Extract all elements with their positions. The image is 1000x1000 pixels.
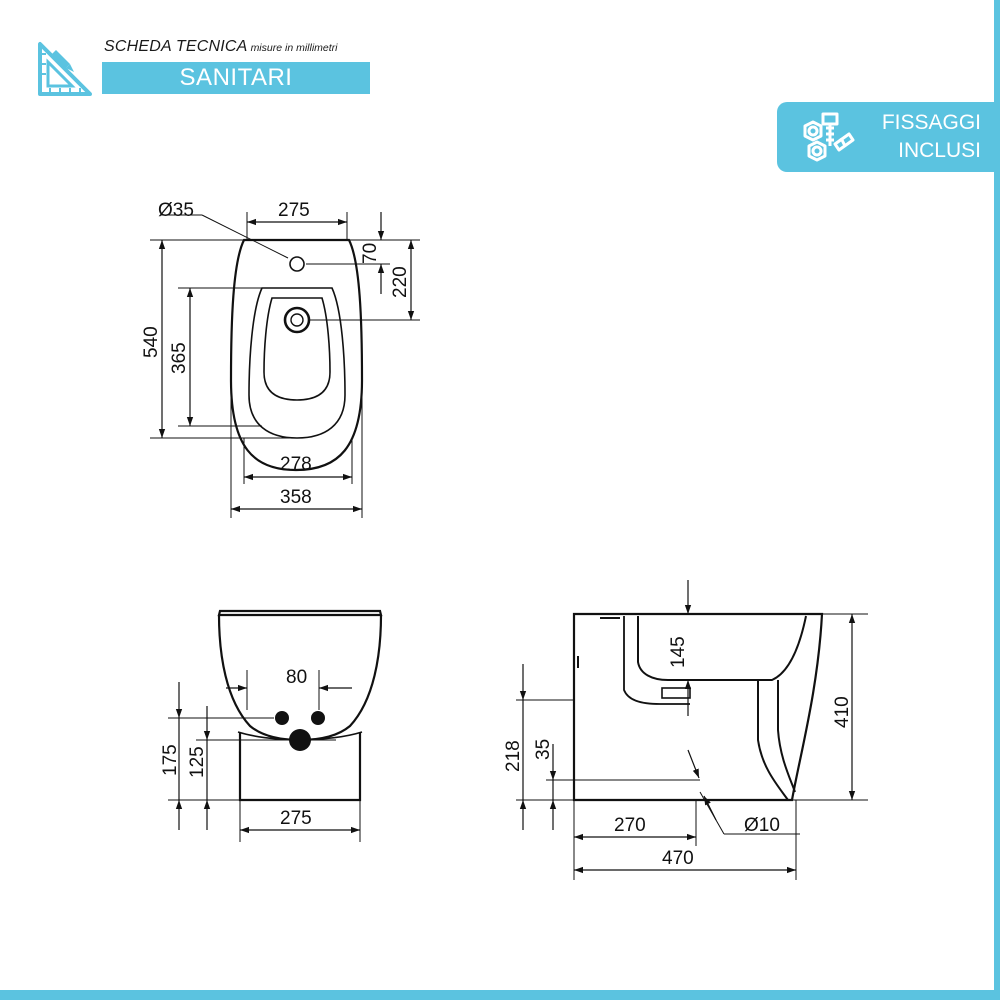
drain-pipe-side <box>623 616 690 705</box>
tap-connection <box>661 687 691 699</box>
dim-bowl-length: 365 <box>169 342 190 374</box>
dim-fix-distance: 270 <box>614 815 646 836</box>
dim-outlet-height: 175 <box>160 744 181 776</box>
frame-bottom-border <box>0 990 1000 1000</box>
bidet-outline-side <box>572 612 824 802</box>
side-extension-lines <box>516 613 868 880</box>
rear-view-labels: 80 175 125 275 <box>160 667 312 829</box>
dim-tap-offset: 220 <box>390 266 411 298</box>
drain-ring-inner <box>290 313 304 327</box>
badge-line1: FISSAGGI <box>881 111 981 134</box>
bidet-outline-top <box>229 238 364 472</box>
dim-floor-fix-height: 35 <box>533 739 554 760</box>
dim-length: 540 <box>141 326 162 358</box>
dim-height: 410 <box>832 696 853 728</box>
drain-ring-outer <box>283 306 311 334</box>
dim-width-top: 275 <box>278 200 310 221</box>
fix-hole-right <box>311 711 325 725</box>
trap-outline-side <box>757 680 796 801</box>
pedestal-outline-rear <box>238 733 362 802</box>
dim-depth: 470 <box>662 848 694 869</box>
dim-bowl-width: 278 <box>280 454 312 475</box>
header-title-main: SCHEDA TECNICA <box>104 38 248 55</box>
bowl-outline-top <box>263 297 331 401</box>
ruler-pencil-icon <box>38 42 92 96</box>
rim-outline-top <box>248 287 346 439</box>
dim-width: 358 <box>280 487 312 508</box>
category-banner: SANITARI <box>102 62 370 94</box>
dim-rim-depth: 145 <box>668 636 689 668</box>
fix-hole-left <box>275 711 289 725</box>
dim-base-width: 275 <box>280 808 312 829</box>
header-title-subtitle: misure in millimetri <box>250 42 338 54</box>
dim-supply-height: 125 <box>187 746 208 778</box>
top-extension-lines <box>150 212 420 518</box>
dim-hole-diameter: Ø35 <box>158 200 194 221</box>
badge-line2: INCLUSI <box>898 139 981 162</box>
side-dimension-lines <box>519 580 856 874</box>
rear-dimension-lines <box>175 682 360 834</box>
top-view <box>150 212 420 518</box>
side-view-labels: 145 410 218 35 270 470 Ø10 <box>503 636 853 869</box>
dim-fix-diameter: Ø10 <box>744 815 780 836</box>
bowl-inner-side <box>637 615 807 681</box>
side-view <box>516 580 868 880</box>
fixings-included-badge: FISSAGGI INCLUSI <box>777 102 1000 172</box>
badge-text: FISSAGGI INCLUSI <box>863 109 981 165</box>
bidet-outline-rear <box>217 609 383 617</box>
dim-hole-spacing: 80 <box>286 667 307 688</box>
outlet-hole <box>289 729 311 751</box>
top-view-labels: Ø35 275 70 220 540 365 278 358 <box>141 200 411 508</box>
dim-side-outlet-height: 218 <box>503 740 524 772</box>
bolt-nut-icon <box>803 112 855 162</box>
rear-view <box>168 609 383 842</box>
frame-right-border <box>994 0 1000 1000</box>
top-dimension-lines <box>158 212 415 513</box>
tap-hole <box>289 256 305 272</box>
dim-hole-offset: 70 <box>360 243 381 264</box>
